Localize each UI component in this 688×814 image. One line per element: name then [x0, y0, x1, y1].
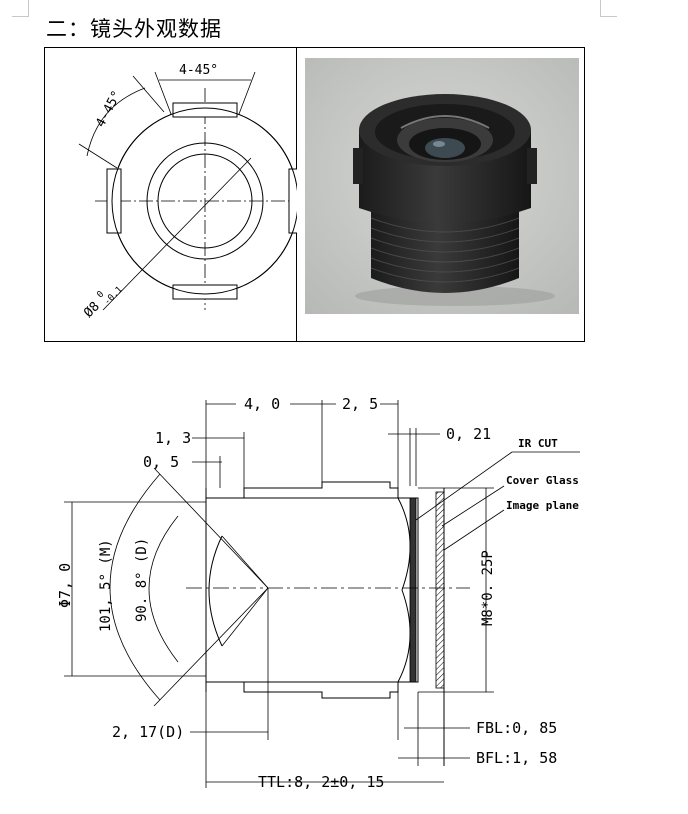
dim-0-21-label: 0, 21: [446, 425, 491, 443]
notch-top: [172, 102, 238, 118]
section-heading: 二：镜头外观数据: [46, 17, 222, 41]
angle-left-arc: [86, 87, 146, 157]
notch-bottom: [172, 284, 238, 300]
lens-thread-base: [371, 208, 519, 293]
lens-photo: [305, 58, 579, 314]
fbl-label: FBL:0, 85: [476, 719, 557, 737]
bfl-label: BFL:1, 58: [476, 749, 557, 767]
angle-d-label: 90. 8° (D): [134, 538, 150, 622]
page-corner-mark-right: [600, 0, 617, 17]
dim-2-5-label: 2, 5: [342, 395, 378, 413]
inner-ring-inner: [157, 153, 253, 249]
angle-left-ext-b: [132, 75, 165, 113]
cover-glass: [435, 491, 445, 689]
label-image-plane: Image plane: [506, 499, 579, 512]
angle-top-label: 4-45°: [179, 63, 218, 78]
angle-m-label: 101, 5° (M): [98, 539, 114, 632]
dim-phi7-label: Φ7, 0: [56, 563, 74, 608]
dim-1-3-label: 1, 3: [155, 429, 191, 447]
diameter-lower-tol: -0.1: [102, 285, 124, 307]
fov-arc-m: [109, 473, 161, 701]
diameter-upper-tol: 0: [95, 289, 106, 300]
page-corner-mark-left: [12, 0, 29, 17]
notch-right: [288, 168, 297, 234]
lens-section-drawing: 4, 0 2, 5 1, 3 0, 5 0, 21: [56, 395, 580, 791]
label-cover-glass: Cover Glass: [506, 474, 579, 487]
rear-lens-curve: [397, 497, 411, 683]
angle-left-label: 4-45°: [93, 88, 125, 130]
notch-left: [106, 168, 122, 234]
appearance-table: 4-45° 4-45° Ø8 0 -0.1: [44, 47, 585, 342]
ir-cut-filter: [409, 497, 417, 683]
ttl-label: TTL:8, 2±0, 15: [258, 773, 384, 791]
barrel-outline: [205, 481, 419, 699]
thread-label: M8*0. 25P: [480, 550, 496, 626]
notches: [106, 102, 297, 300]
inner-ring-outer: [146, 142, 264, 260]
dim-4-0-label: 4, 0: [244, 395, 280, 413]
dim-2-17-label: 2, 17(D): [112, 723, 184, 741]
front-lens-curve: [208, 535, 223, 647]
diameter-leader: [102, 157, 252, 311]
fov-arc-d: [148, 515, 179, 663]
front-view-drawing: 4-45° 4-45° Ø8 0 -0.1: [78, 63, 297, 321]
dim-top-length: [205, 400, 399, 492]
angle-top-ext-left: [154, 71, 172, 115]
lens-glass: [425, 138, 465, 158]
angle-left-ext-a: [78, 143, 118, 169]
label-ir-cut: IR CUT: [518, 437, 558, 450]
diameter-label: Ø8: [81, 299, 103, 321]
angle-top-ext-right: [238, 71, 256, 115]
dim-0-5-label: 0, 5: [143, 453, 179, 471]
